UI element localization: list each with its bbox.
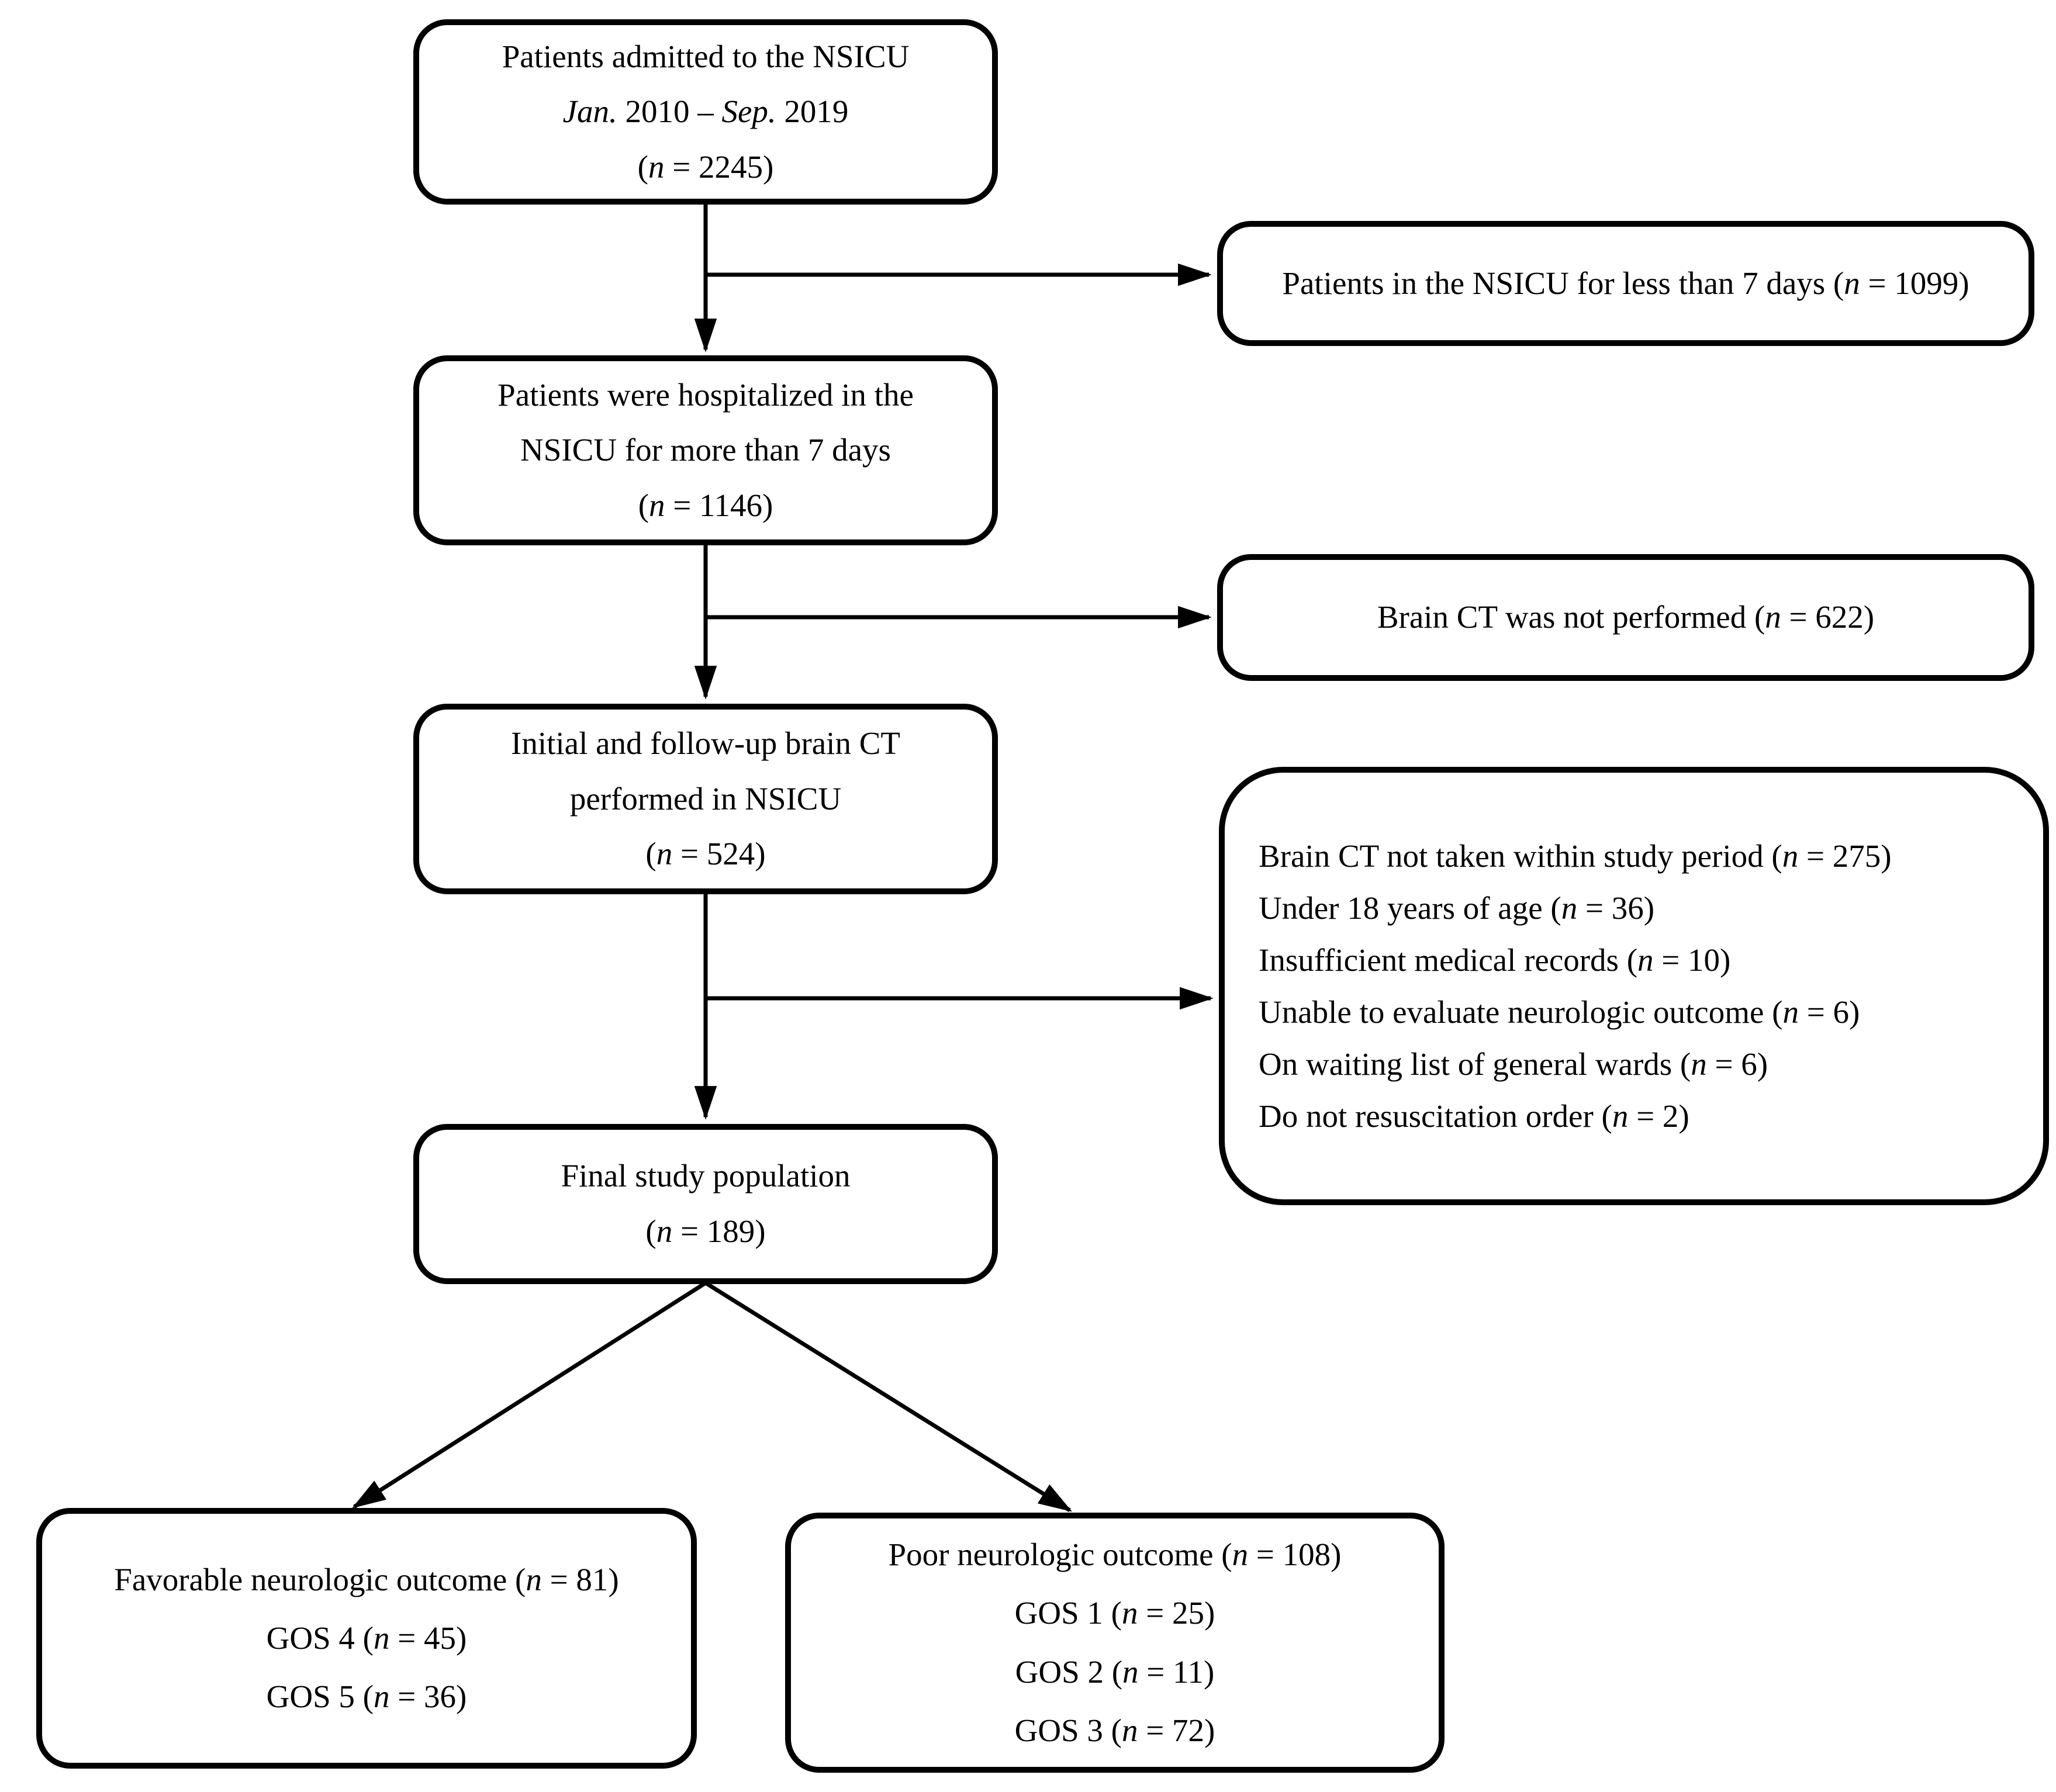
text-line: Under 18 years of age (n = 36) [1259,890,1655,926]
text-line: Brain CT was not performed (n = 622) [1377,599,1875,635]
text-line: (n = 1146) [638,487,773,523]
text-line: On waiting list of general wards (n = 6) [1259,1046,1768,1082]
text-line: Patients in the NSICU for less than 7 da… [1282,265,1969,301]
box-favorable-text: Favorable neurologic outcome (n = 81) GOS… [42,1551,691,1726]
text-line: Do not resuscitation order (n = 2) [1259,1098,1689,1134]
text-line: GOS 5 (n = 36) [266,1679,467,1715]
text-line: GOS 3 (n = 72) [1014,1712,1215,1748]
box-brain-ct-performed: Initial and follow-up brain CT performed … [413,704,998,894]
box-ct-not-performed-text: Brain CT was not performed (n = 622) [1223,590,2029,645]
text-line: NSICU for more than 7 days [520,432,891,468]
text-line: Insufficient medical records (n = 10) [1259,942,1731,978]
box-final-study-population: Final study population (n = 189) [413,1124,998,1284]
text-line: GOS 4 (n = 45) [266,1620,467,1656]
text-line: Brain CT not taken within study period (… [1259,838,1892,874]
arrow-final-to-poor [704,1281,1073,1512]
text-line: Patients were hospitalized in the [497,376,914,413]
text-line: performed in NSICU [569,780,842,817]
text-line: Patients admitted to the NSICU [502,38,910,74]
text-line: GOS 2 (n = 11) [1015,1653,1215,1690]
text-line: (n = 189) [645,1213,766,1249]
box-exclusions-text: Brain CT not taken within study period (… [1225,830,2043,1143]
text-line: Jan. 2010 – Sep. 2019 [562,94,849,130]
text-line: GOS 1 (n = 25) [1014,1595,1215,1631]
arrow-final-to-favorable [351,1281,707,1509]
box-exclusion-reasons: Brain CT not taken within study period (… [1219,767,2049,1205]
box-admitted-to-nsicu: Patients admitted to the NSICU Jan. 2010 … [413,19,998,205]
box-excluded-less-than-7-days: Patients in the NSICU for less than 7 da… [1217,221,2034,346]
box-less-than-7-days-text: Patients in the NSICU for less than 7 da… [1223,256,2029,312]
box-poor-text: Poor neurologic outcome (n = 108) GOS 1 (… [791,1525,1439,1759]
text-line: Unable to evaluate neurologic outcome (n… [1259,994,1860,1030]
box-poor-outcome: Poor neurologic outcome (n = 108) GOS 1 (… [785,1513,1445,1773]
text-line: Initial and follow-up brain CT [511,725,900,762]
box-brain-ct-not-performed: Brain CT was not performed (n = 622) [1217,554,2034,681]
text-line: (n = 524) [645,836,766,872]
box-ct-performed-text: Initial and follow-up brain CT performed … [419,716,992,882]
box-admitted-text: Patients admitted to the NSICU Jan. 2010 … [419,29,992,195]
text-line: Poor neurologic outcome (n = 108) [888,1537,1342,1573]
box-favorable-outcome: Favorable neurologic outcome (n = 81) GOS… [36,1508,697,1769]
box-final-population-text: Final study population (n = 189) [419,1148,992,1259]
text-line: Final study population [561,1158,851,1194]
text-line: (n = 2245) [637,148,774,185]
text-line: Favorable neurologic outcome (n = 81) [114,1561,619,1597]
